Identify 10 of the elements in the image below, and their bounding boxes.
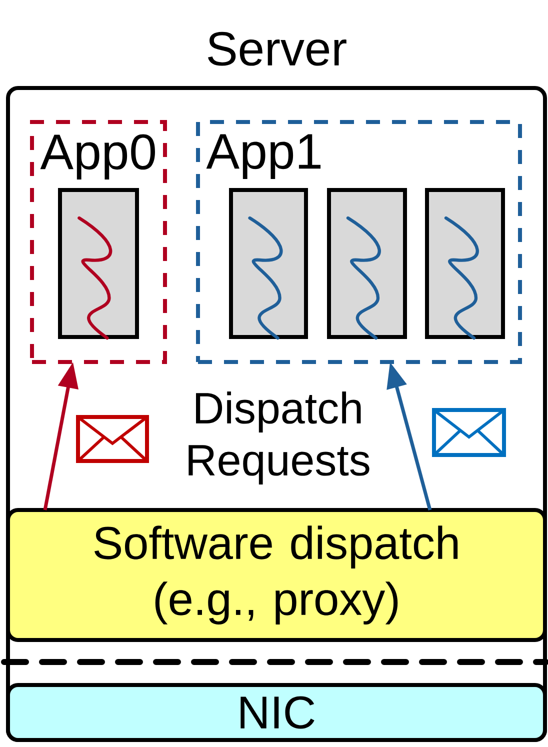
- server-title: Server: [208, 32, 346, 66]
- app-label: App0: [40, 134, 155, 180]
- thread-box: [425, 188, 505, 340]
- layer-box: Software dispatch (e.g., proxy): [6, 508, 547, 642]
- thread-box: [327, 188, 407, 340]
- thread-box: [229, 188, 308, 340]
- app-label: App1: [206, 134, 320, 179]
- thread-box: [58, 188, 139, 340]
- annotation-text: Dispatch Requests: [188, 392, 370, 484]
- layer-box: NIC: [6, 683, 547, 742]
